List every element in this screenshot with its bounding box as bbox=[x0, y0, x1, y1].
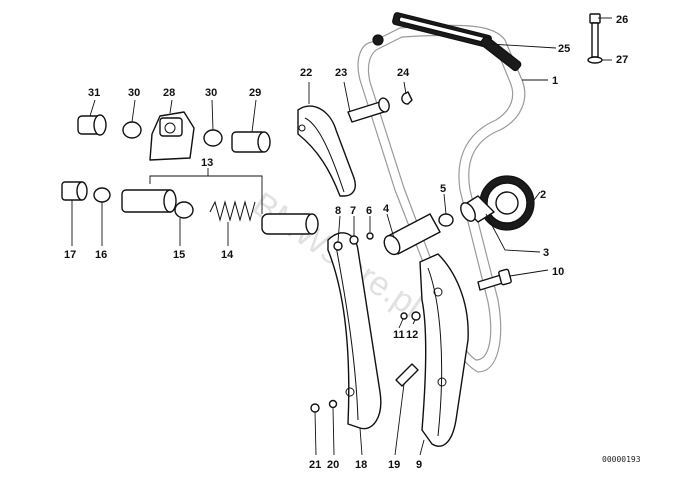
timing-chain bbox=[357, 12, 526, 373]
callout-31: 31 bbox=[88, 87, 100, 99]
washer-20 bbox=[328, 399, 338, 409]
callout-15: 15 bbox=[173, 249, 185, 261]
seal-30-left bbox=[122, 121, 142, 139]
crank-sprocket bbox=[479, 175, 535, 231]
callout-labels: 1 2 3 4 5 6 7 8 9 10 11 12 13 14 15 16 1… bbox=[64, 14, 628, 471]
callout-25: 25 bbox=[558, 43, 570, 55]
piston-13-body bbox=[121, 189, 177, 213]
callout-10: 10 bbox=[552, 266, 564, 278]
plug-17 bbox=[61, 181, 88, 201]
callout-17: 17 bbox=[64, 249, 76, 261]
callout-23: 23 bbox=[335, 67, 347, 79]
callout-16: 16 bbox=[95, 249, 107, 261]
callout-4: 4 bbox=[383, 203, 390, 215]
screw-11 bbox=[400, 312, 408, 320]
callout-5: 5 bbox=[440, 183, 446, 195]
housing-28 bbox=[149, 111, 195, 161]
callout-11: 11 bbox=[393, 329, 405, 341]
plug-31 bbox=[77, 114, 107, 136]
stud-19 bbox=[395, 363, 419, 387]
callout-12: 12 bbox=[406, 329, 418, 341]
sleeve-4 bbox=[383, 213, 441, 256]
callout-14: 14 bbox=[221, 249, 234, 261]
callout-13: 13 bbox=[201, 157, 213, 169]
callout-30-left: 30 bbox=[128, 87, 140, 99]
piston-13-plunger bbox=[261, 213, 319, 235]
callout-21: 21 bbox=[309, 459, 321, 471]
sleeve bbox=[460, 195, 495, 223]
callout-19: 19 bbox=[388, 459, 400, 471]
callout-26: 26 bbox=[616, 14, 628, 26]
callout-24: 24 bbox=[397, 67, 410, 79]
callout-18: 18 bbox=[355, 459, 367, 471]
cap-29 bbox=[231, 131, 271, 153]
guide-rail-9 bbox=[419, 253, 469, 447]
callout-27: 27 bbox=[616, 54, 628, 66]
callout-6: 6 bbox=[366, 205, 372, 217]
nut-21 bbox=[310, 403, 320, 413]
tensioner-rail bbox=[297, 105, 356, 197]
bolt-26 bbox=[589, 13, 601, 58]
callout-7: 7 bbox=[350, 205, 356, 217]
ring-16 bbox=[93, 187, 111, 203]
washer-5 bbox=[438, 213, 454, 227]
callout-20: 20 bbox=[327, 459, 339, 471]
spring-14 bbox=[209, 200, 256, 222]
callout-28: 28 bbox=[163, 87, 175, 99]
callout-22: 22 bbox=[300, 67, 312, 79]
seal-30-right bbox=[203, 129, 223, 147]
callout-2: 2 bbox=[540, 189, 546, 201]
callout-29: 29 bbox=[249, 87, 261, 99]
rail-pin-23 bbox=[347, 97, 390, 123]
callout-30-right: 30 bbox=[205, 87, 217, 99]
callout-9: 9 bbox=[416, 459, 422, 471]
seal-15 bbox=[174, 201, 194, 219]
clip-24 bbox=[401, 91, 413, 105]
washer-12 bbox=[411, 311, 421, 321]
washer-27 bbox=[587, 56, 603, 64]
callout-3: 3 bbox=[543, 247, 549, 259]
diagram-reference-number: 00000193 bbox=[602, 455, 641, 464]
bolt-10 bbox=[477, 268, 512, 291]
callout-1: 1 bbox=[552, 75, 558, 87]
chain-upper-links bbox=[372, 12, 522, 72]
callout-8: 8 bbox=[335, 205, 341, 217]
leader-lines bbox=[71, 17, 612, 456]
